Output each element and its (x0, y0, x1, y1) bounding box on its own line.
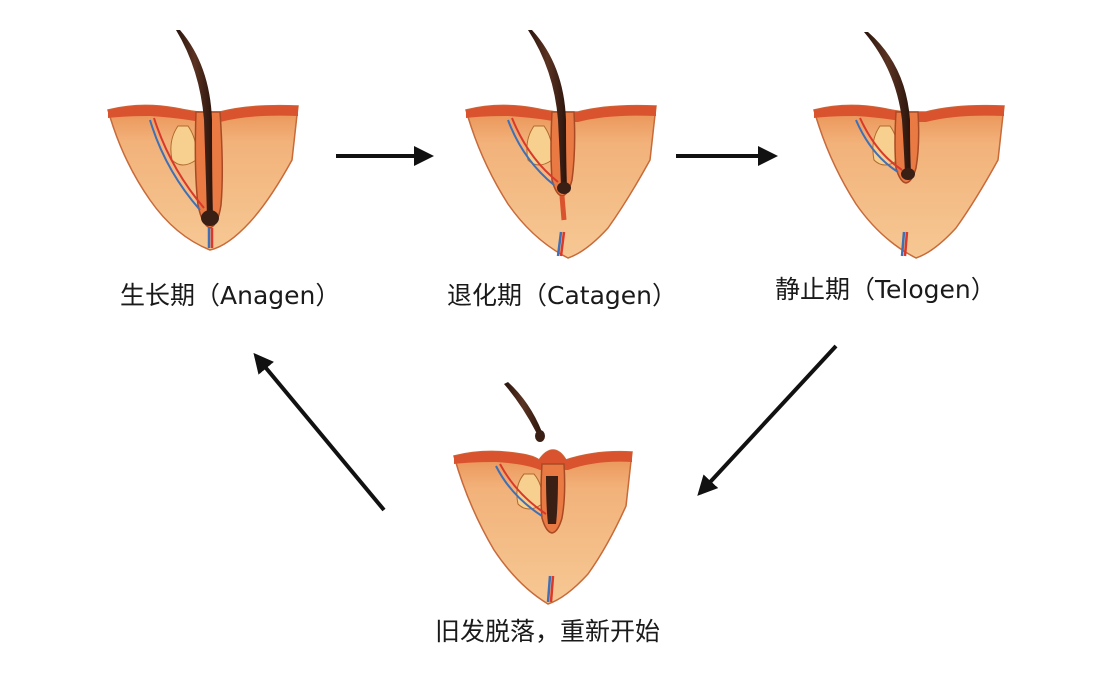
arrow-icon-telogen-to-shedding (697, 344, 838, 496)
stage-label-shedding: 旧发脱落，重新开始 (435, 617, 661, 646)
stage-label-anagen: 生长期（Anagen） (120, 281, 341, 310)
hair-follicle-icon-shedding (453, 449, 633, 605)
stage-label-catagen: 退化期（Catagen） (447, 281, 677, 310)
arrow-icon-shedding-to-anagen (253, 352, 386, 512)
hair-follicle-icon-anagen (107, 30, 299, 251)
stage-label-telogen: 静止期（Telogen） (775, 275, 996, 304)
hair-follicle-icon-telogen (813, 32, 1005, 259)
shed-hair-icon (504, 382, 545, 442)
hair-follicle-icon-catagen (465, 30, 657, 259)
